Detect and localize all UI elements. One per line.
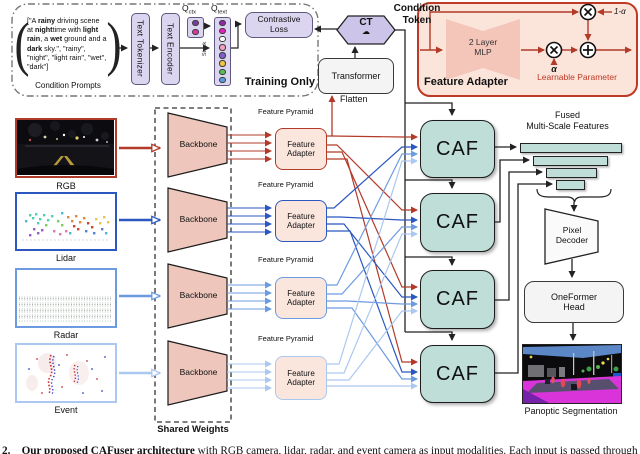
condition-token-lines [394, 29, 456, 341]
lidar-input-image [15, 192, 117, 251]
q-text-box [214, 17, 231, 86]
mlp-label: 2 Layer MLP [468, 37, 498, 57]
condition-token-hex-label: CT ☁ [337, 18, 395, 44]
prompt-open-paren: ( [14, 11, 30, 77]
backbone-trapezoids [167, 112, 228, 406]
caf-block-4: CAF [420, 345, 495, 403]
figure-caption: 2. Our proposed CAFuser architecture wit… [2, 445, 638, 454]
feature-pyramid-label-1: Feature Pyramid [258, 107, 314, 116]
condition-token-hexagon [336, 15, 396, 45]
event-input-image [15, 343, 117, 403]
radar-input-image [15, 268, 117, 328]
modality-input-arrows [119, 148, 160, 373]
condition-prompts-text: ["A rainy driving scene at nighttime wit… [27, 16, 107, 72]
flatten-label: Flatten [340, 94, 368, 104]
storm-cloud-icon: ☁ [362, 27, 370, 36]
rgb-image-content [17, 120, 114, 175]
event-label: Event [54, 405, 78, 415]
training-arrows [118, 20, 359, 58]
fused-bar-3 [546, 168, 597, 178]
q-text-label: Qtext [211, 3, 227, 16]
feature-adapter-title: Feature Adapter [424, 76, 508, 88]
rgb-pyramid-lines [227, 131, 272, 163]
shared-weights-label: Shared Weights [157, 424, 229, 435]
event-image-content [17, 345, 114, 400]
condition-prompts-label: Condition Prompts [35, 81, 101, 90]
feature-pyramid-label-2: Feature Pyramid [258, 180, 314, 189]
backbone-label-4: Backbone [179, 367, 218, 377]
lidar-label: Lidar [55, 253, 76, 263]
feature-pyramid-label-4: Feature Pyramid [258, 334, 314, 343]
radar-label: Radar [53, 330, 79, 340]
panoptic-segmentation-image [522, 344, 622, 404]
shared-weights-dashed-box [154, 107, 232, 423]
backbone-label-1: Backbone [179, 139, 218, 149]
mlp-bowtie-shape [446, 19, 520, 80]
operator-glyphs [549, 7, 593, 55]
adapter-detail-lines [420, 8, 632, 65]
fused-features-label: Fused Multi-Scale Features [526, 110, 609, 131]
fused-bar-4 [556, 180, 585, 190]
fused-bar-1 [520, 143, 622, 153]
learnable-parameter-label: Learnable Parameter [537, 72, 617, 82]
q-ctx-box [187, 17, 204, 38]
rgb-input-image [15, 118, 117, 178]
caf-block-2: CAF [420, 193, 495, 252]
lidar-pyramid-lines [227, 204, 272, 236]
prompt-close-paren: ) [106, 11, 122, 77]
transformer-box: Transformer [318, 58, 394, 94]
panoptic-image-content [523, 345, 621, 403]
feature-pyramid-label-3: Feature Pyramid [258, 255, 314, 264]
head-arrows [568, 202, 578, 341]
training-only-dashed-box [11, 3, 319, 97]
adapter-to-caf-lines [325, 133, 418, 390]
fused-bar-2 [533, 156, 608, 166]
alpha-label: α [551, 64, 557, 74]
one-minus-alpha-label: 1-α [614, 7, 626, 16]
q-ctx-label: Qctx [182, 3, 196, 16]
fused-features-brace [536, 188, 612, 203]
pixel-decoder-shape [544, 208, 599, 265]
event-pyramid-lines [227, 360, 272, 392]
radar-image-content [17, 270, 114, 325]
rgb-label: RGB [56, 181, 76, 191]
condition-token-label: Condition Token [393, 3, 441, 26]
stack-label: Stack [202, 41, 208, 57]
text-tokenizer-box: Text Tokenizer [131, 13, 150, 85]
contrastive-loss-box: Contrastive Loss [245, 12, 313, 38]
caf-block-1: CAF [420, 120, 495, 178]
backbone-label-3: Backbone [179, 290, 218, 300]
text-encoder-box: Text Encoder [161, 13, 180, 85]
lidar-image-content [17, 194, 114, 248]
backbone-label-2: Backbone [179, 214, 218, 224]
training-only-label: Training Only [244, 76, 315, 88]
caf-block-3: CAF [420, 270, 495, 329]
oneformer-head-box: OneFormer Head [524, 281, 624, 323]
pixel-decoder-label: Pixel Decoder [555, 225, 589, 245]
panoptic-label: Panoptic Segmentation [524, 406, 618, 416]
radar-pyramid-lines [227, 281, 272, 313]
caf-output-lines [493, 143, 553, 374]
